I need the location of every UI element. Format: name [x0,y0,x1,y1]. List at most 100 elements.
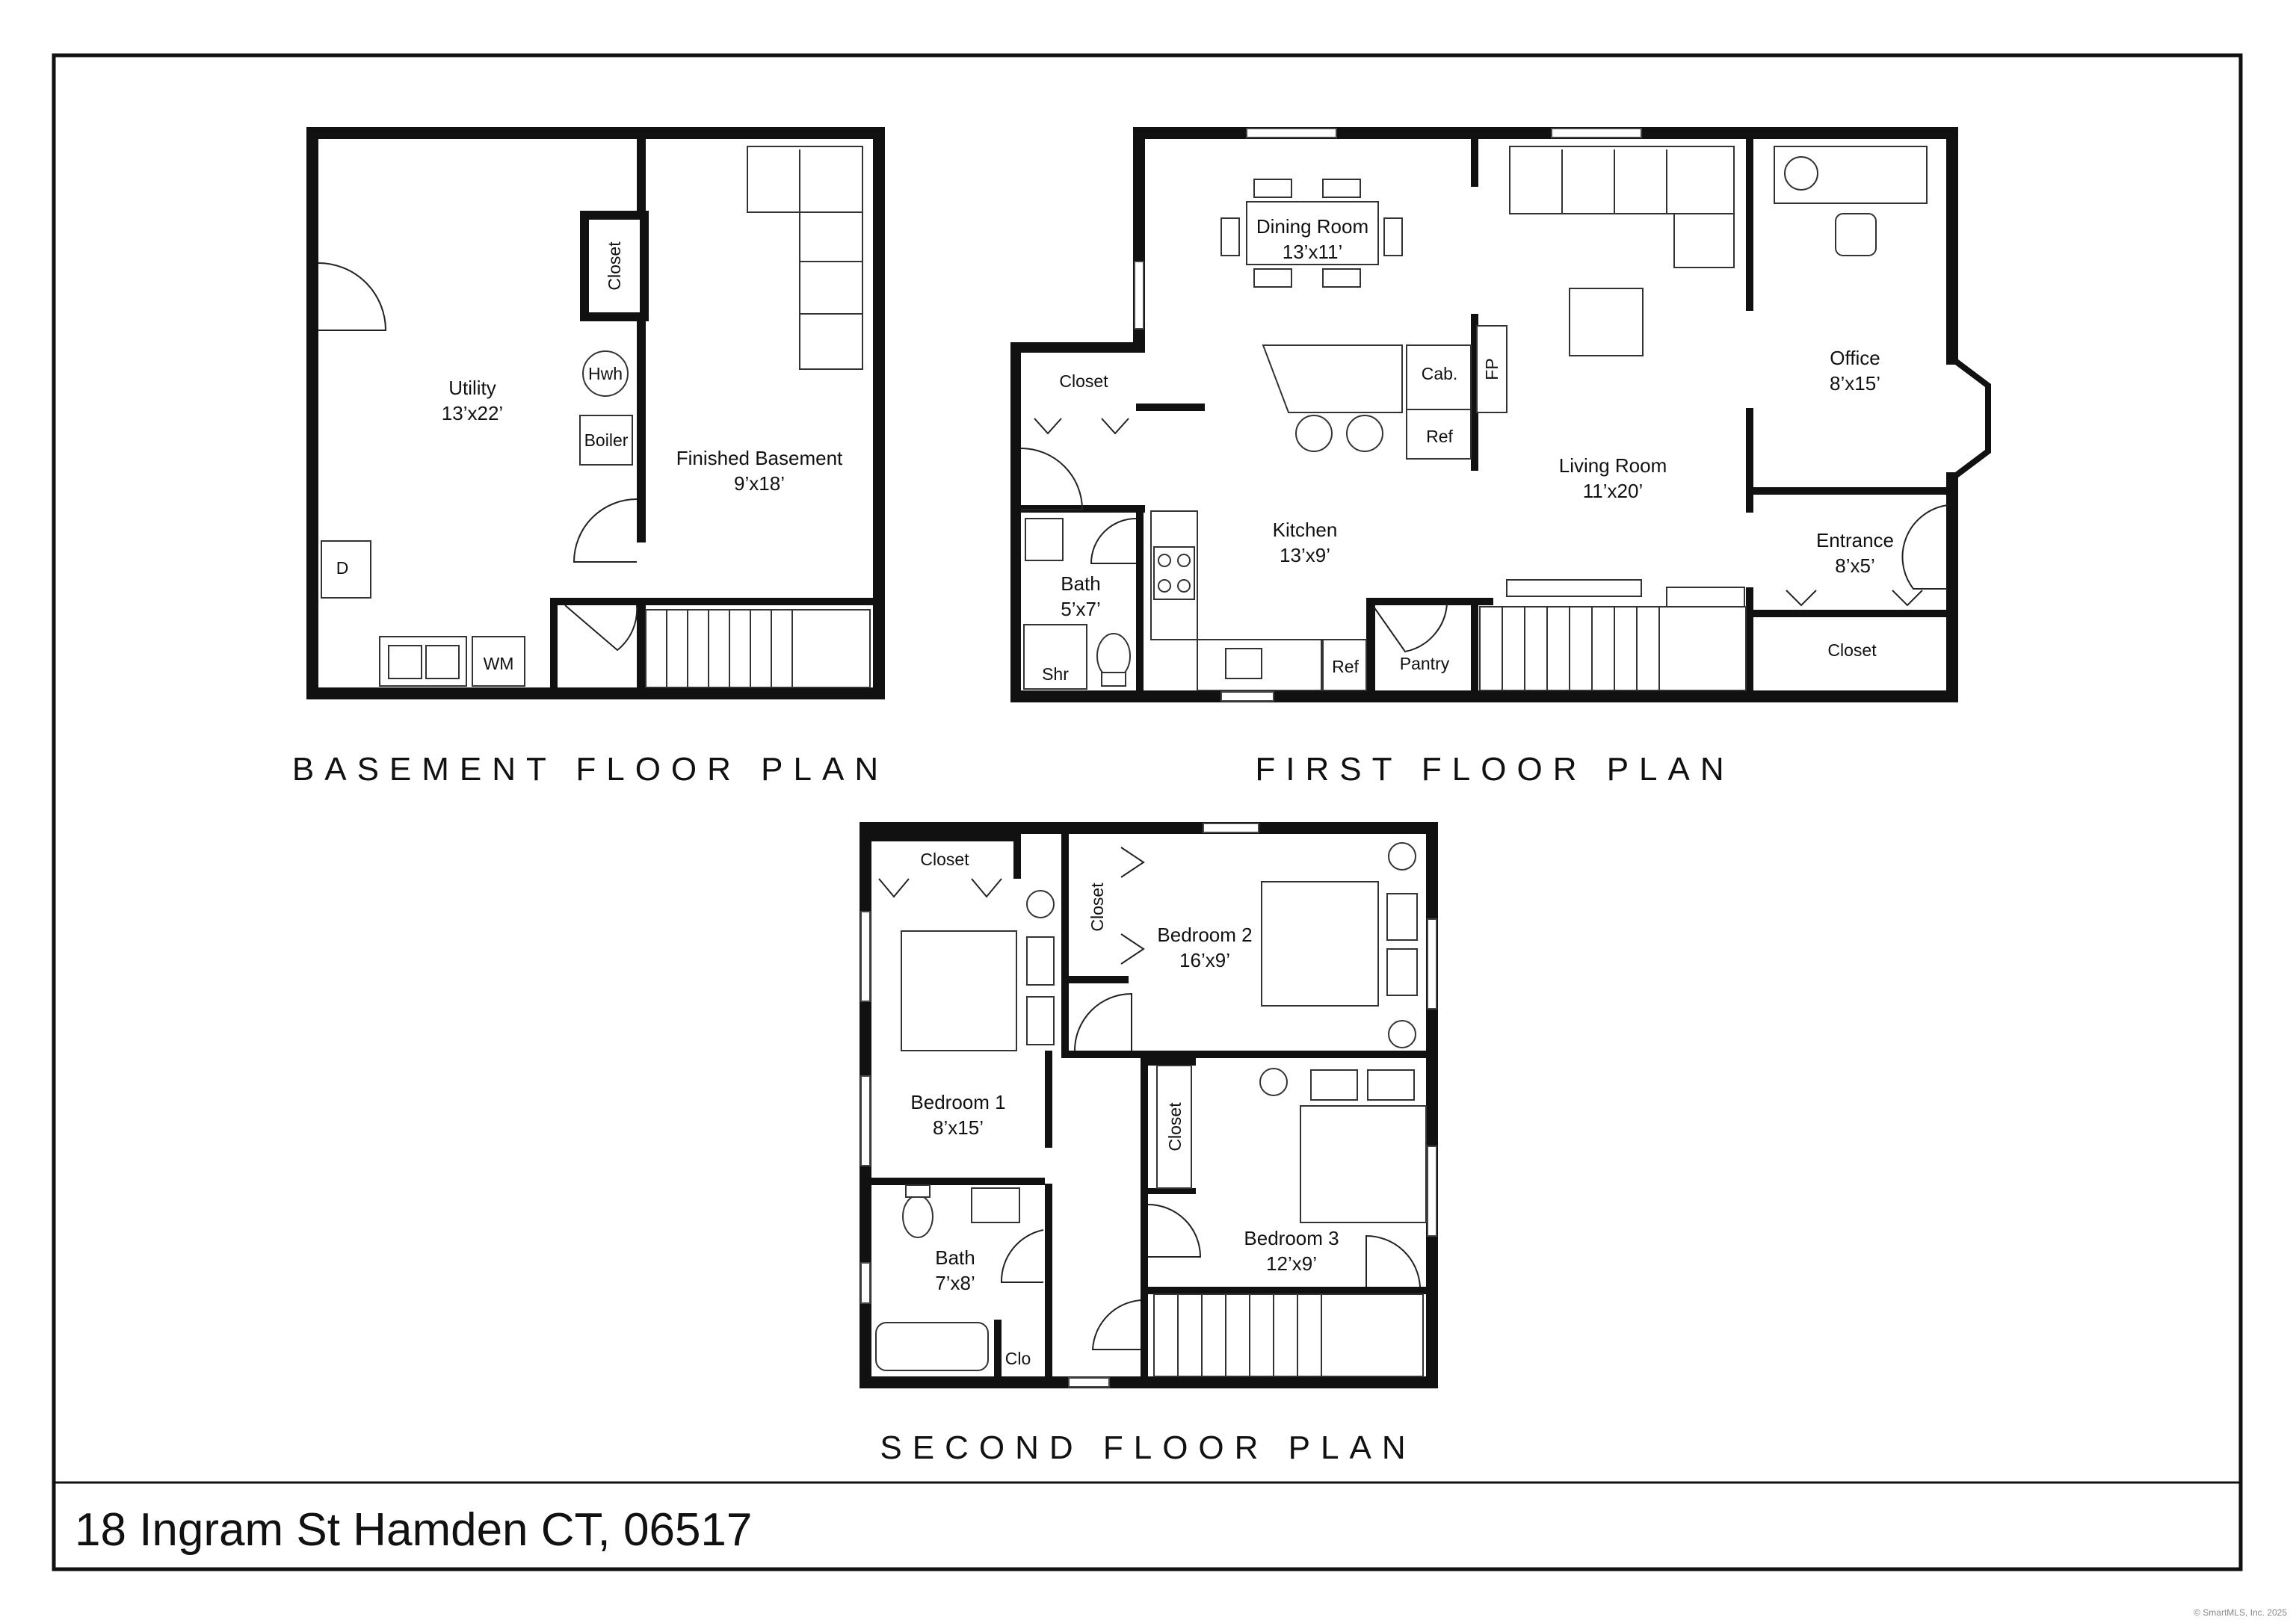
second-bath-name: Bath [935,1246,975,1269]
door-swing [1091,1299,1141,1350]
closet-door [1034,418,1062,435]
living-room-name: Living Room [1559,454,1667,477]
kitchen-fixtures [1150,325,1507,691]
second-floor-plan: Closet Closet Closet Clo Bedroom 2 16’x9… [860,822,1438,1388]
wall [873,127,885,699]
dining-room-name: Dining Room [1256,215,1368,238]
door-swing [318,262,387,331]
first-floor-bath-fixtures [1023,518,1131,690]
wall [994,1320,1002,1376]
second-floor-plan-title: SECOND FLOOR PLAN [880,1429,1416,1466]
window [860,911,871,1002]
wall [1061,1051,1426,1058]
office-furniture [1774,146,1928,256]
first-closet-right-label: Closet [1827,640,1877,660]
wall [1136,404,1205,411]
bedroom2-bed [1261,842,1418,1048]
wall [1366,598,1375,692]
bedroom3-size: 12’x9’ [1266,1252,1317,1275]
washer-icon [472,636,525,687]
first-closet-left-label: Closet [1059,371,1108,391]
finished-basement-name: Finished Basement [676,447,843,469]
bedroom2-closet-label: Closet [1087,882,1107,932]
wall [1141,1058,1148,1376]
kitchen-sink-icon [1225,648,1262,679]
sectional-sofa [747,146,863,370]
window [860,1075,871,1166]
wall [871,1178,1045,1185]
wall [1471,598,1478,692]
utility-room-size: 13’x22’ [442,402,503,424]
door-swing [1090,518,1137,564]
bedroom3-closet-label: Closet [1165,1102,1185,1151]
door-swing [564,605,638,652]
bedroom2-name: Bedroom 2 [1157,924,1252,946]
boiler-icon [579,415,633,466]
door-swing [1074,992,1132,1051]
living-room-size: 11’x20’ [1583,480,1643,502]
bedroom3-name: Bedroom 3 [1244,1227,1339,1249]
second-bath-size: 7’x8’ [935,1272,975,1294]
fireplace-label: FP [1482,358,1502,380]
window [1427,1146,1437,1237]
wall [1021,505,1145,513]
window [1551,128,1642,138]
second-floor-stairs [1153,1293,1424,1377]
first-floor-plan-title: FIRST FLOOR PLAN [1255,751,1734,788]
bedroom3-closet-box [1156,1065,1192,1189]
shower-label: Shr [1042,664,1069,684]
living-room-furniture [1509,146,1735,356]
wall [550,598,558,687]
wall [1010,342,1021,702]
wall [1010,342,1145,353]
kitchen-name: Kitchen [1273,519,1338,541]
window [860,1262,871,1304]
office-size: 8’x15’ [1830,372,1880,395]
kitchen-island [1262,344,1403,413]
closet-door [878,878,910,898]
sheet-border [52,53,2243,1571]
basement-stairs [645,609,871,688]
wall [1746,487,1948,495]
property-address: 18 Ingram St Hamden CT, 06517 [75,1504,752,1556]
window [1203,823,1259,833]
window [1246,128,1337,138]
basement-floor-plan: Closet Hwh Boiler D [306,127,885,699]
second-floor-bath-fixtures [875,1184,1020,1371]
wall [1061,834,1069,983]
door-swing [1000,1229,1044,1283]
basement-closet-label: Closet [605,241,624,291]
washer-label: WM [484,654,514,673]
entrance-name: Entrance [1816,529,1894,551]
bedroom3-bed [1259,1068,1427,1223]
finished-basement-size: 9’x18’ [734,472,785,495]
first-floor-plan: Dining Room 13’x11’ Office 8’x15’ Living… [1010,127,1991,702]
wall [860,822,1438,834]
wall [1746,610,1948,617]
closet-box [580,211,649,321]
wall [550,598,885,605]
wall [1746,408,1753,513]
wall [1366,598,1493,605]
clo-label: Clo [1005,1349,1031,1368]
door-swing [1901,504,1948,590]
wall [1946,127,1958,365]
cabinet-label: Cab. [1422,364,1458,383]
window [1068,1377,1110,1388]
dryer-label: D [336,558,349,578]
closet-door [1786,590,1817,607]
ref-lower-label: Ref [1332,657,1359,676]
wall [1061,976,1129,983]
wall [871,834,1021,841]
hwh-label: Hwh [588,364,623,383]
wall [637,598,646,687]
door-swing [1373,603,1448,653]
office-chair [1835,213,1877,256]
wall [1136,505,1144,692]
cabinet-box [1406,344,1472,410]
wall [306,127,885,139]
basement-floor-plan-title: BASEMENT FLOOR PLAN [292,751,889,788]
water-heater-icon [582,350,629,397]
wall [1148,1287,1426,1294]
